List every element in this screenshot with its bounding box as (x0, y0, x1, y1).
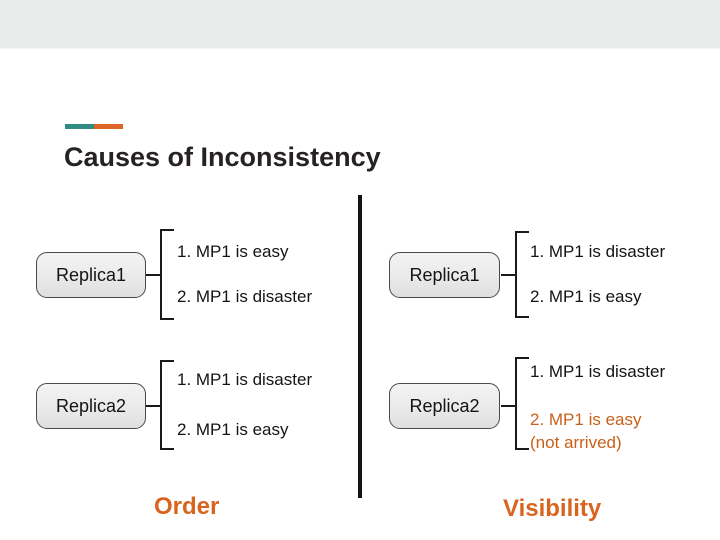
log-bracket (515, 357, 529, 450)
log-item: 2. MP1 is easy (530, 287, 642, 306)
connector-dash (146, 274, 160, 276)
replica2-box-visibility: Replica2 (389, 383, 500, 429)
log-bracket (515, 231, 529, 318)
log-bracket (160, 360, 174, 450)
log-bracket (160, 229, 174, 320)
center-divider-line (358, 195, 362, 498)
log-item: 1. MP1 is easy (177, 242, 289, 261)
accent-orange-segment (94, 124, 123, 129)
order-label: Order (154, 493, 220, 520)
connector-dash (501, 274, 515, 276)
log-item-highlighted: 2. MP1 is easy (530, 410, 642, 429)
visibility-label: Visibility (503, 495, 602, 522)
replica2-box-order: Replica2 (36, 383, 146, 429)
log-item: 2. MP1 is easy (177, 420, 289, 439)
slide-top-band (0, 0, 720, 49)
replica1-box-visibility: Replica1 (389, 252, 500, 298)
connector-dash (146, 405, 160, 407)
log-item: 1. MP1 is disaster (530, 242, 666, 261)
connector-dash (501, 405, 515, 407)
accent-teal-segment (65, 124, 94, 129)
log-item: 1. MP1 is disaster (177, 370, 313, 389)
replica1-box-order: Replica1 (36, 252, 146, 298)
log-item-highlighted: (not arrived) (530, 433, 622, 452)
log-item: 1. MP1 is disaster (530, 362, 666, 381)
log-item: 2. MP1 is disaster (177, 287, 313, 306)
slide-title: Causes of Inconsistency (64, 142, 381, 172)
title-accent-bar (65, 124, 123, 129)
